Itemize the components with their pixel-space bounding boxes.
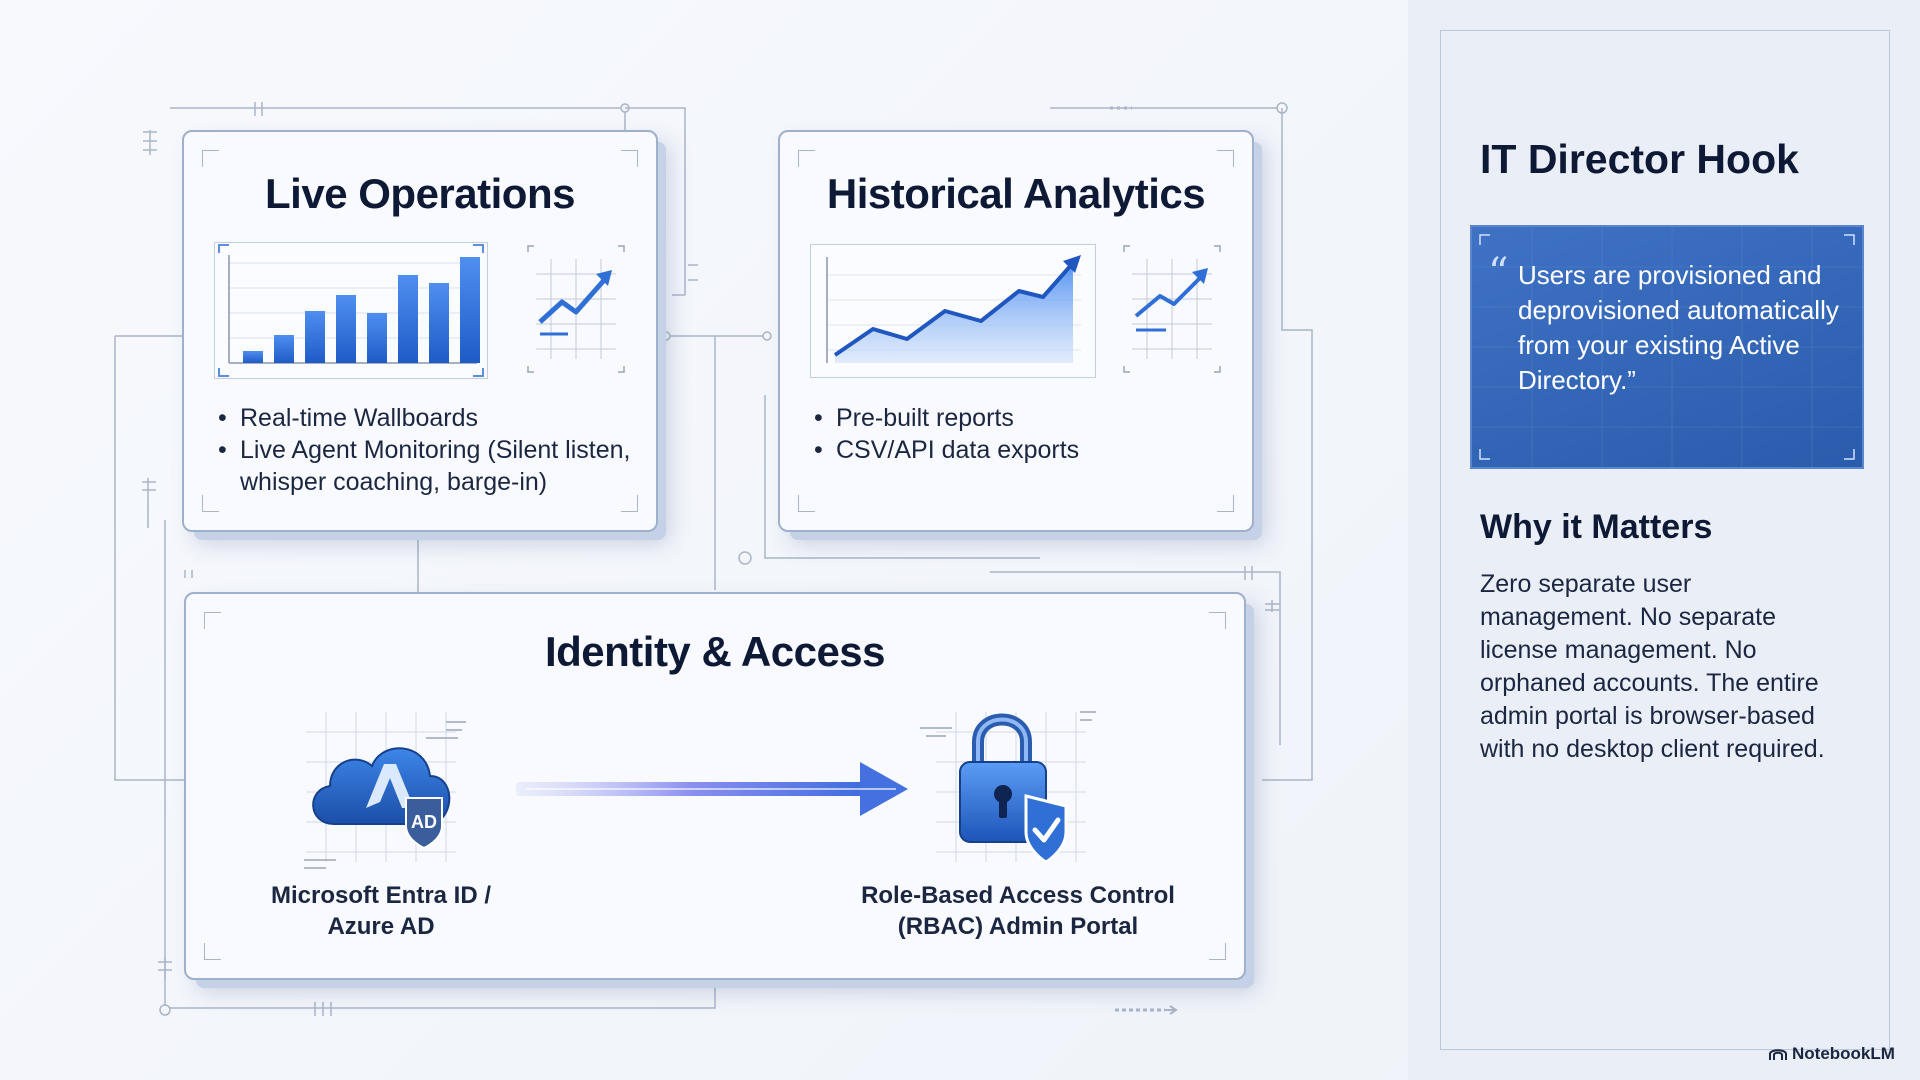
live-bullet: Real-time Wallboards xyxy=(214,402,634,434)
why-it-matters-text: Zero separate user management. No separa… xyxy=(1480,570,1825,763)
notebooklm-brand: NotebookLM xyxy=(1792,1044,1895,1063)
bar xyxy=(367,313,387,363)
historical-trend-icon xyxy=(1123,245,1221,373)
bar xyxy=(398,275,418,363)
padlock-shield-icon xyxy=(920,711,1096,864)
bar xyxy=(243,351,263,363)
azure-cloud-icon: AD xyxy=(304,712,466,869)
schematic-lines xyxy=(114,102,1313,1016)
ad-badge-text: AD xyxy=(411,812,437,832)
live-operations-card: Live Operations xyxy=(182,130,658,532)
side-panel-frame xyxy=(1440,30,1890,1050)
historical-area-chart xyxy=(810,244,1096,378)
quote-box-grid xyxy=(1472,227,1862,467)
live-trend-icon xyxy=(527,245,625,373)
historical-analytics-card: Historical Analytics xyxy=(778,130,1254,532)
side-title: IT Director Hook xyxy=(1480,136,1799,182)
bar xyxy=(460,257,480,363)
live-bullets: Real-time Wallboards Live Agent Monitori… xyxy=(214,402,634,498)
historical-bullet: Pre-built reports xyxy=(810,402,1230,434)
side-panel xyxy=(1408,0,1920,1080)
quote-box xyxy=(1470,225,1864,469)
historical-bullets: Pre-built reports CSV/API data exports xyxy=(810,402,1230,466)
historical-bullet: CSV/API data exports xyxy=(810,434,1230,466)
rbac-label: Role-Based Access Control (RBAC) Admin P… xyxy=(861,882,1175,940)
identity-access-title: Identity & Access xyxy=(544,628,886,675)
live-bullet: Live Agent Monitoring (Silent listen, wh… xyxy=(214,434,634,498)
flow-arrow-icon xyxy=(516,762,908,816)
live-operations-title: Live Operations xyxy=(265,170,575,217)
quote-mark: “ xyxy=(1488,250,1509,296)
entra-id-label: Microsoft Entra ID / Azure AD xyxy=(270,882,492,940)
why-it-matters-title: Why it Matters xyxy=(1480,508,1713,546)
bar xyxy=(305,311,325,363)
bar xyxy=(336,295,356,363)
identity-access-card: Identity & Access AD xyxy=(184,592,1246,980)
quote-text: Users are provisioned and deprovisioned … xyxy=(1518,260,1839,395)
live-bar-chart xyxy=(214,242,488,379)
notebooklm-logo-icon xyxy=(1769,1049,1787,1060)
bar xyxy=(429,283,449,363)
bar xyxy=(274,335,294,363)
historical-analytics-title: Historical Analytics xyxy=(826,170,1206,217)
